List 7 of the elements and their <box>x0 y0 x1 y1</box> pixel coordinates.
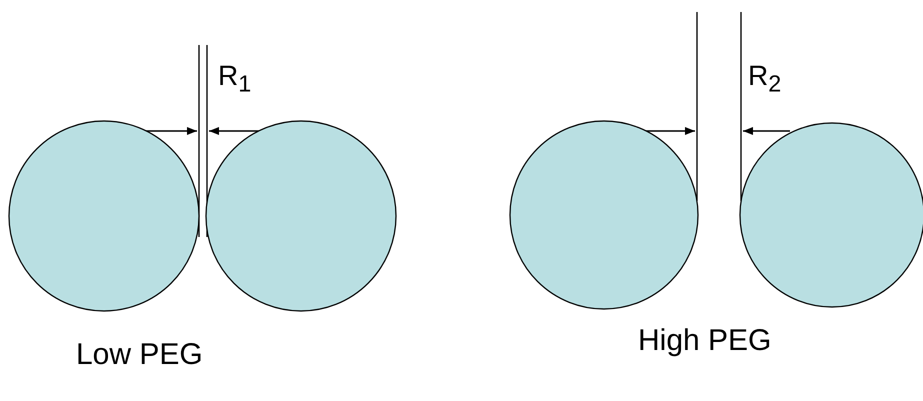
condition-label: High PEG <box>638 326 772 356</box>
dimension-label: R$_{1}$ <box>218 62 252 96</box>
dimension-label: R$_{2}$ <box>748 62 782 96</box>
particle-circle <box>510 121 698 309</box>
particle-circle <box>206 121 396 311</box>
particle-circle <box>9 121 199 311</box>
condition-label: Low PEG <box>76 340 203 370</box>
